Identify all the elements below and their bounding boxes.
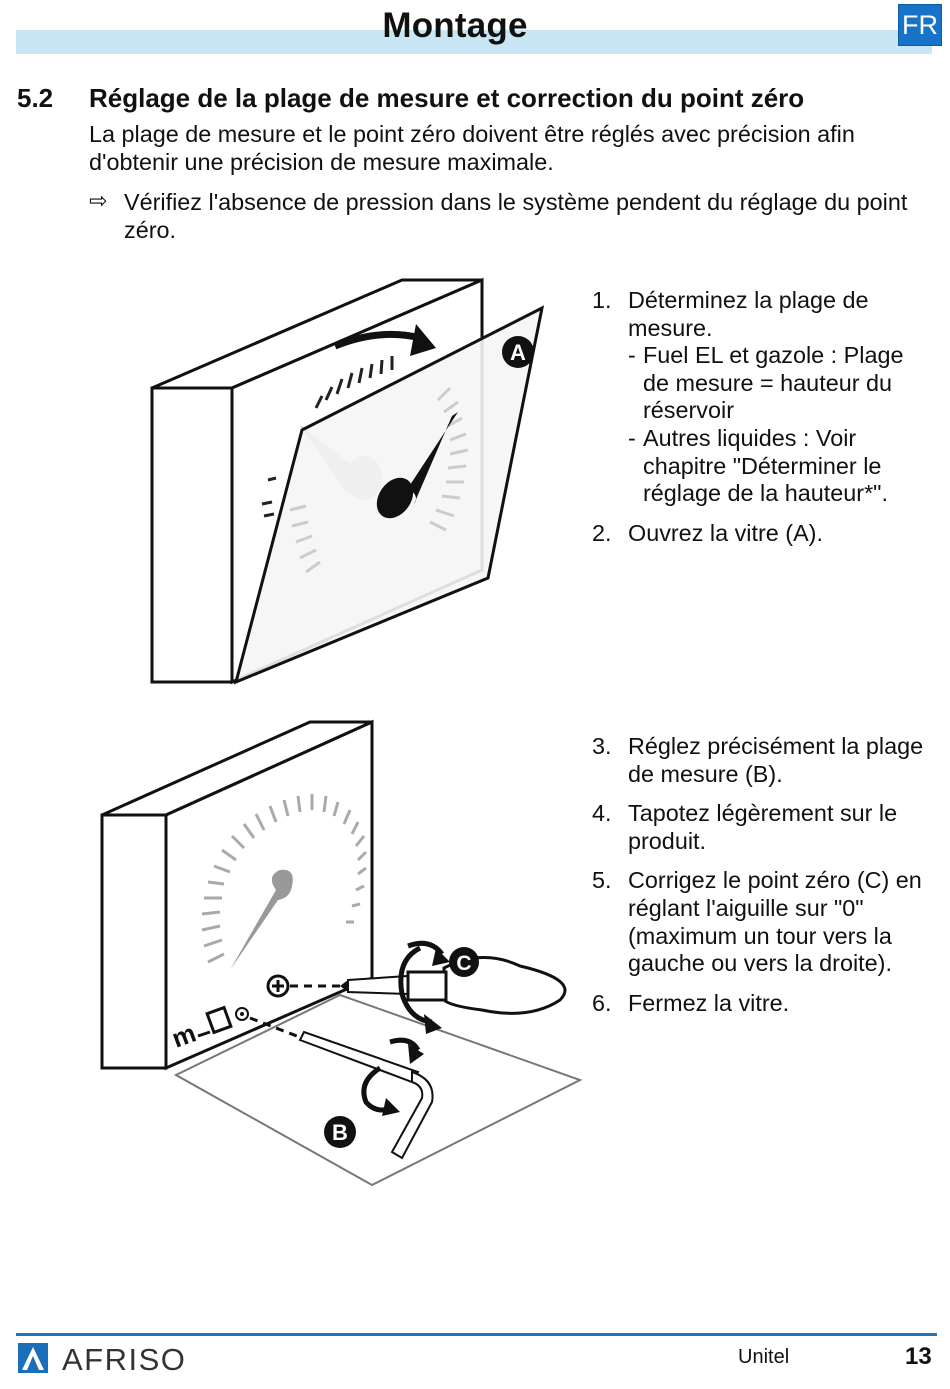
figure-adjust: m C B [90,710,590,1200]
arrow-icon: ⇨ [89,188,108,213]
list-item: 2. Ouvrez la vitre (A). [592,520,932,548]
dash-bullet: - [628,342,636,369]
list-item: 6. Fermez la vitre. [592,990,932,1018]
step-text: Réglez précisément la plage de mesure (B… [628,733,924,787]
sub-item: - Autres liquides : Voir chapitre "Déter… [628,425,932,508]
intro-paragraph: La plage de mesure et le point zéro doiv… [89,121,855,175]
step-text: Déterminez la plage de mesure. [628,287,869,341]
step-text: Fermez la vitre. [628,989,790,1016]
step-text: Tapotez légèrement sur le produit. [628,800,898,854]
gauge-open-illustration: A [150,277,545,685]
figure-open-glass: A [140,270,560,700]
step-number: 2. [592,519,612,546]
section-title: Réglage de la plage de mesure et correct… [89,83,805,113]
step-number: 5. [592,867,612,894]
product-name: Unitel [738,1346,790,1368]
list-item: 5. Corrigez le point zéro (C) en réglant… [592,867,932,977]
callout-b: B [332,1120,348,1145]
language-badge: FR [898,4,942,46]
afriso-logo-icon [18,1343,48,1373]
step-number: 3. [592,733,612,759]
step-number: 4. [592,800,612,827]
step-text: Ouvrez la vitre (A). [628,519,823,546]
step-text: Corrigez le point zéro (C) en réglant l'… [628,867,922,977]
section-number: 5.2 [17,83,54,113]
step-number: 6. [592,989,612,1016]
steps-list-b: 3. Réglez précisément la plage de mesure… [592,733,932,1029]
sub-item-text: Fuel EL et gazole : Plage de mesure = ha… [643,342,904,424]
header-band [16,30,932,54]
page-title: Montage [382,6,528,45]
note-paragraph: Vérifiez l'absence de pression dans le s… [124,189,908,243]
list-item: 4. Tapotez légèrement sur le produit. [592,800,932,855]
step-number: 1. [592,287,612,313]
brand-logo-text: AFRISO [62,1342,187,1377]
dash-bullet: - [628,424,636,451]
footer-divider [16,1333,937,1336]
callout-c: C [456,952,471,975]
page-number: 13 [905,1343,932,1370]
list-item: 3. Réglez précisément la plage de mesure… [592,733,932,788]
sub-item-text: Autres liquides : Voir chapitre "Détermi… [643,424,888,507]
sub-item: - Fuel EL et gazole : Plage de mesure = … [628,342,932,425]
gauge-adjust-illustration: m C B [100,719,583,1187]
callout-a: A [510,340,526,365]
steps-list-a: 1. Déterminez la plage de mesure. - Fuel… [592,287,932,559]
list-item: 1. Déterminez la plage de mesure. - Fuel… [592,287,932,508]
